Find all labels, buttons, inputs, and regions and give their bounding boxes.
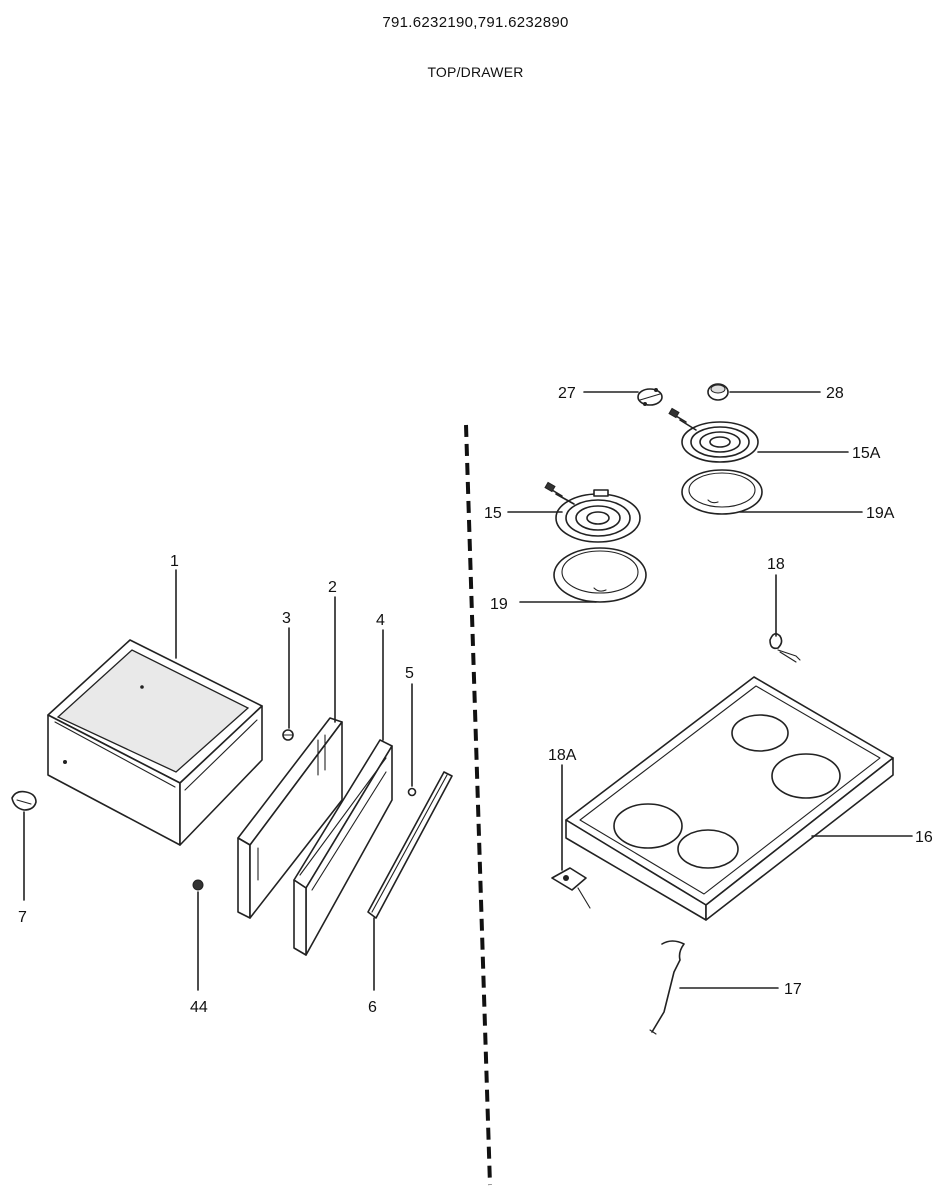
clip-part-7 <box>11 790 37 811</box>
part-label-27: 27 <box>558 385 576 402</box>
screw-part-3 <box>282 729 294 741</box>
surface-element-part-15 <box>544 481 641 543</box>
trim-strip <box>367 771 453 919</box>
cap-part-28 <box>707 383 729 401</box>
part-label-6: 6 <box>368 999 377 1016</box>
part-label-2: 2 <box>328 579 337 596</box>
terminal-block-part-27 <box>637 388 663 406</box>
part-label-17: 17 <box>784 981 802 998</box>
section-title: TOP/DRAWER <box>427 64 524 80</box>
part-label-15: 15 <box>484 505 502 522</box>
surface-element-part-15a <box>668 407 759 463</box>
drip-pan-part-19 <box>553 547 647 603</box>
drawer-handle-panel <box>293 739 393 956</box>
bracket-part-18 <box>769 632 801 663</box>
part-label-7: 7 <box>18 909 27 926</box>
part-label-28: 28 <box>826 385 844 402</box>
nut-part-44 <box>192 879 204 891</box>
part-label-19a: 19A <box>866 505 895 522</box>
part-label-4: 4 <box>376 612 385 629</box>
part-label-3: 3 <box>282 610 291 627</box>
part-label-18: 18 <box>767 556 785 573</box>
cooktop-part-16 <box>565 676 894 921</box>
part-label-19: 19 <box>490 596 508 613</box>
screw-part-5 <box>407 787 417 797</box>
part-label-1: 1 <box>170 553 179 570</box>
part-label-15a: 15A <box>852 445 881 462</box>
drawer-body <box>47 639 263 846</box>
part-label-18a: 18A <box>548 747 577 764</box>
bracket-part-18a <box>551 867 591 909</box>
drawer-front-panel <box>237 717 343 919</box>
part-label-5: 5 <box>405 665 414 682</box>
drip-pan-part-19a <box>681 469 763 515</box>
model-numbers: 791.6232190,791.6232890 <box>382 14 569 31</box>
part-label-44: 44 <box>190 999 208 1016</box>
rod-part-17 <box>649 940 685 1035</box>
part-label-16: 16 <box>915 829 933 846</box>
section-divider-line <box>464 424 492 1186</box>
